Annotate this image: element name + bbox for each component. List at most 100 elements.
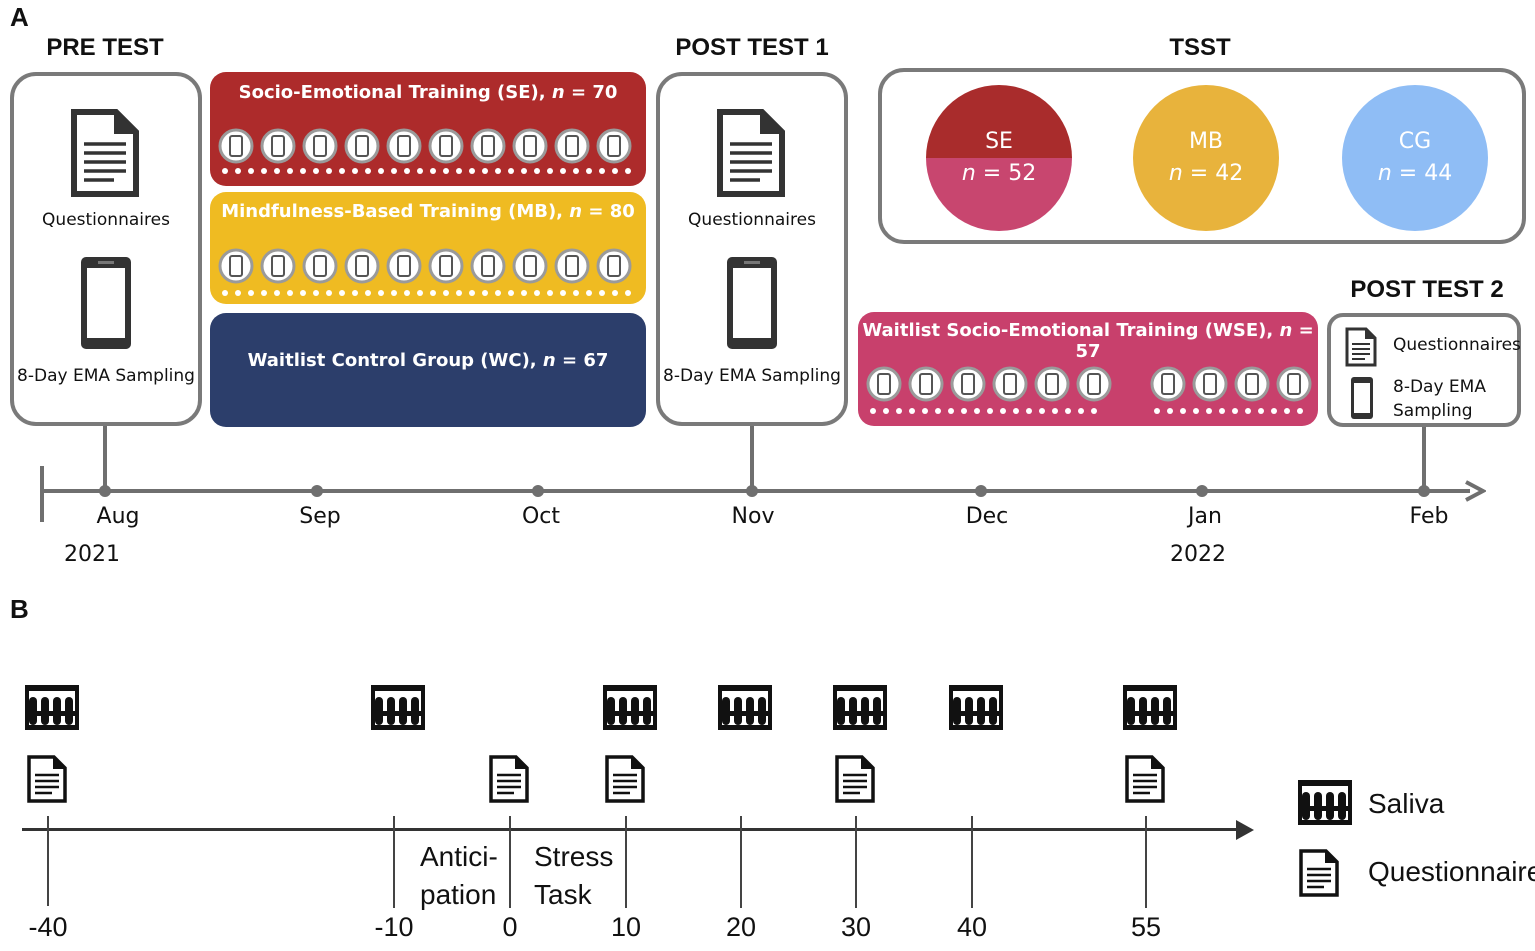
session-dot: [235, 168, 241, 174]
session-phone-icon: [992, 366, 1028, 402]
session-dot: [326, 168, 332, 174]
time-tick: [393, 816, 395, 908]
session-phone-icon: [512, 248, 548, 284]
session-dot: [417, 290, 423, 296]
session-dot: [922, 408, 928, 414]
post-test-1-connector: [750, 426, 754, 490]
post-test-2-ema-label: 8-Day EMA Sampling: [1393, 377, 1486, 421]
session-phone-icon: [1192, 366, 1228, 402]
year-label: 2021: [64, 542, 120, 567]
session-dot: [261, 168, 267, 174]
training-band-se: Socio-Emotional Training (SE), n = 70: [210, 72, 646, 186]
training-wc-title: Waitlist Control Group (WC), n = 67: [247, 350, 609, 371]
questionnaire-icon: [605, 755, 645, 803]
session-dot: [287, 290, 293, 296]
session-dot: [404, 290, 410, 296]
session-phone-icon: [596, 248, 632, 284]
session-dot: [1000, 408, 1006, 414]
session-dot: [1297, 408, 1303, 414]
session-phone-icon: [218, 248, 254, 284]
month-label: Feb: [1409, 504, 1449, 529]
session-dot: [547, 168, 553, 174]
session-dot: [1245, 408, 1251, 414]
session-dot: [521, 168, 527, 174]
year-label: 2022: [1170, 542, 1226, 567]
session-phone-icon: [428, 248, 464, 284]
anticipation-phase-label: Antici- pation: [420, 841, 498, 910]
session-dot: [883, 408, 889, 414]
month-label: Jan: [1188, 504, 1222, 529]
tsst-box: SE n = 52 MB n = 42 CG n = 44: [878, 68, 1526, 244]
pre-test-questionnaires-label: Questionnaires: [42, 210, 170, 230]
session-dot: [987, 408, 993, 414]
tsst-group-cg: CG n = 44: [1342, 85, 1488, 231]
pre-test-box: Questionnaires 8-Day EMA Sampling: [10, 72, 202, 426]
time-tick-label: 0: [502, 912, 518, 942]
session-phone-icon: [1276, 366, 1312, 402]
time-tick-label: 10: [610, 912, 642, 942]
session-dot: [495, 168, 501, 174]
session-dot: [935, 408, 941, 414]
time-tick: [971, 816, 973, 908]
session-dot: [534, 290, 540, 296]
legend-questionnaire-label: Questionnaire: [1368, 856, 1535, 887]
session-dot: [222, 168, 228, 174]
session-phone-icon: [866, 366, 902, 402]
post-test-1-ema-label: 8-Day EMA Sampling: [663, 366, 841, 386]
session-dot: [1167, 408, 1173, 414]
session-dot: [300, 290, 306, 296]
timeline-dot: [975, 485, 987, 497]
saliva-tubes-icon: [25, 685, 79, 730]
session-dot: [909, 408, 915, 414]
session-dot: [534, 168, 540, 174]
session-dot: [287, 168, 293, 174]
session-dot: [443, 290, 449, 296]
post-test-2-box: Questionnaires 8-Day EMA Sampling: [1327, 313, 1521, 427]
session-phone-icon: [512, 128, 548, 164]
time-tick-label: 20: [725, 912, 757, 942]
session-dot: [352, 168, 358, 174]
session-dot: [469, 290, 475, 296]
tsst-title: TSST: [1169, 34, 1231, 61]
tsst-cg-abbr: CG: [1398, 129, 1432, 154]
session-phone-icon: [344, 248, 380, 284]
document-icon: [1345, 327, 1377, 367]
time-tick: [1145, 816, 1147, 908]
session-dot: [261, 290, 267, 296]
session-dot: [896, 408, 902, 414]
session-dot: [430, 168, 436, 174]
session-dot: [508, 290, 514, 296]
session-dot: [391, 290, 397, 296]
training-mb-title: Mindfulness-Based Training (MB), n = 80: [221, 201, 635, 222]
session-dot: [1039, 408, 1045, 414]
session-phone-icon: [218, 128, 254, 164]
tsst-time-axis: [22, 828, 1242, 831]
smartphone-icon: [81, 257, 131, 349]
month-label: Nov: [731, 504, 775, 529]
training-wse-title: Waitlist Socio-Emotional Training (WSE),…: [862, 320, 1314, 362]
session-dot: [469, 168, 475, 174]
session-dot: [508, 168, 514, 174]
session-dot: [1258, 408, 1264, 414]
session-dot: [378, 290, 384, 296]
stress-task-phase-label: Stress Task: [534, 841, 614, 910]
saliva-tubes-icon: [718, 685, 772, 730]
session-phone-icon: [302, 248, 338, 284]
timeline-dot: [311, 485, 323, 497]
pre-test-connector: [103, 426, 107, 490]
timeline-dot: [1196, 485, 1208, 497]
session-dot: [443, 168, 449, 174]
time-tick-label: 55: [1130, 912, 1162, 942]
session-phone-icon: [950, 366, 986, 402]
session-dot: [1232, 408, 1238, 414]
questionnaire-icon: [27, 755, 67, 803]
session-dot: [482, 168, 488, 174]
session-dot: [417, 168, 423, 174]
session-phone-icon: [470, 128, 506, 164]
session-dot: [521, 290, 527, 296]
session-phone-icon: [1150, 366, 1186, 402]
panel-a-label: A: [10, 2, 29, 32]
time-tick: [855, 816, 857, 908]
session-dot: [1193, 408, 1199, 414]
saliva-tubes-icon: [949, 685, 1003, 730]
